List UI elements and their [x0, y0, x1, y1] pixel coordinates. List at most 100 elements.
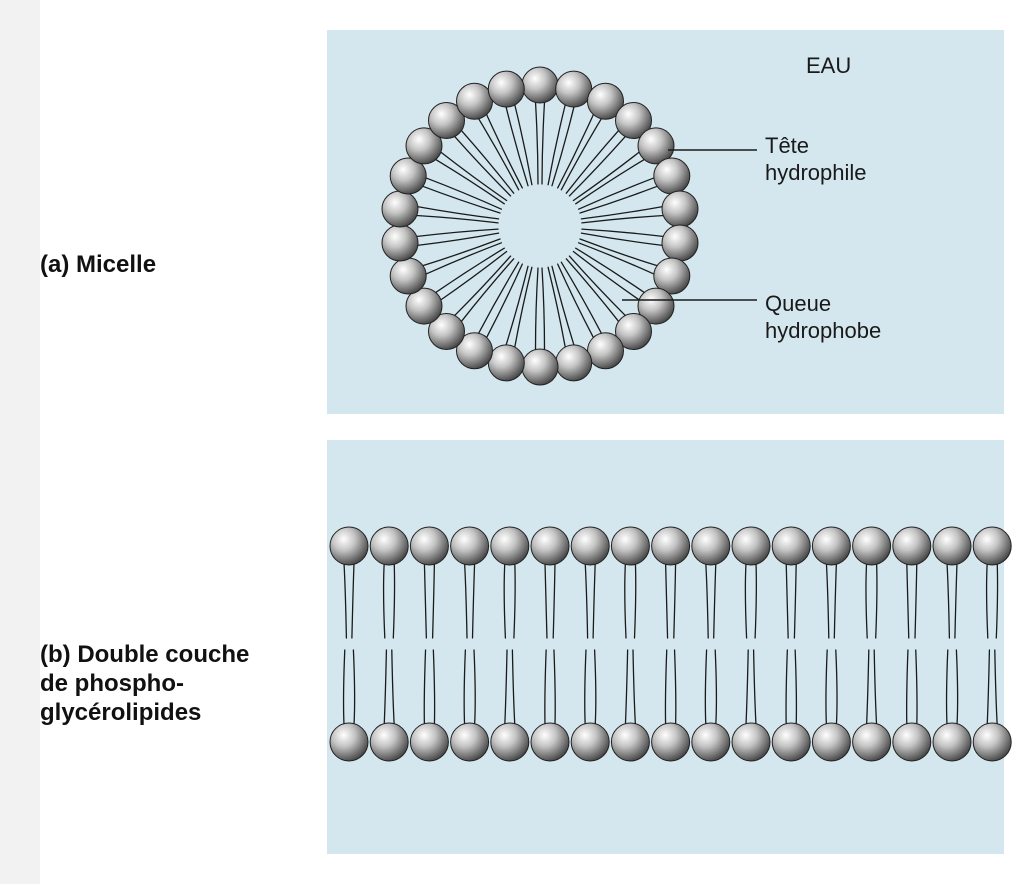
upper-tail — [906, 562, 918, 639]
lower-head — [409, 722, 449, 762]
micelle-head — [521, 348, 559, 386]
tail-chain — [593, 649, 597, 726]
tail-chain — [557, 263, 595, 339]
tail-chain — [664, 562, 669, 639]
micelle-head — [428, 313, 465, 350]
lower-head — [570, 722, 610, 762]
tail-chain — [463, 562, 468, 639]
upper-head — [409, 526, 449, 566]
tail-chain — [513, 562, 516, 639]
lower-head — [852, 722, 892, 762]
tail-chain — [514, 266, 533, 349]
tail-chain — [439, 250, 508, 301]
micelle-head — [587, 332, 624, 370]
tail-chain — [624, 562, 627, 639]
upper-tail — [584, 562, 596, 639]
upper-tail — [825, 562, 838, 639]
micelle-tail — [421, 238, 503, 275]
upper-head — [450, 526, 490, 566]
tail-chain — [485, 263, 523, 339]
micelle-head — [487, 344, 525, 382]
micelle-panel-label: (a) Micelle — [40, 251, 157, 278]
tail-chain — [383, 649, 388, 726]
tail-chain — [633, 562, 637, 639]
tail-chain — [577, 242, 655, 275]
tail-chain — [560, 117, 603, 191]
micelle-head — [405, 127, 443, 165]
tail-chain — [473, 649, 476, 726]
upper-head — [691, 526, 731, 566]
tail-chain — [485, 113, 523, 189]
upper-tail — [865, 562, 878, 639]
tail-chain — [477, 261, 520, 335]
micelle-head — [653, 257, 691, 295]
upper-tail — [463, 562, 476, 639]
upper-head — [892, 526, 932, 566]
tail-chain — [785, 649, 788, 726]
tail-chain — [503, 562, 507, 639]
micelle-head — [381, 224, 419, 262]
lower-tail — [423, 649, 436, 726]
lower-tail — [342, 649, 356, 726]
tail-chain — [955, 649, 959, 726]
tail-chain — [342, 649, 346, 726]
upper-head — [651, 526, 691, 566]
upper-head — [490, 526, 530, 566]
tail-chain — [463, 649, 467, 726]
tail-chain — [752, 649, 757, 726]
tail-chain — [439, 151, 508, 202]
tail-chain — [745, 649, 749, 726]
tail-chain — [577, 177, 655, 210]
tail-chain — [431, 562, 436, 639]
bilayer — [329, 526, 1012, 762]
bilayer-panel-label: (b) Double couche de phospho- glycérolip… — [40, 641, 250, 726]
lower-head — [691, 722, 731, 762]
micelle-tail — [577, 238, 659, 275]
micelle-head — [637, 127, 675, 165]
micelle — [381, 66, 699, 386]
tail-chain — [714, 649, 718, 726]
tail-chain — [754, 562, 757, 639]
tail-chain — [434, 247, 505, 294]
tail-chain — [624, 649, 629, 726]
tail-chain — [511, 649, 516, 726]
tail-chain — [534, 101, 539, 185]
micelle-tail — [565, 255, 627, 323]
tail-chain — [504, 649, 508, 726]
lower-tail — [463, 649, 476, 726]
tail-chain — [673, 649, 677, 726]
upper-head — [771, 526, 811, 566]
tail-chain — [514, 103, 533, 186]
tail-chain — [432, 649, 436, 726]
tail-chain — [584, 649, 587, 726]
tail-chain — [825, 562, 830, 639]
lower-tail — [905, 649, 918, 726]
micelle-head — [587, 82, 624, 120]
lower-tail — [945, 649, 959, 726]
lower-head — [530, 722, 570, 762]
micelle-head — [389, 157, 427, 195]
tail-chain — [580, 232, 664, 247]
tail-chain — [994, 649, 998, 726]
tail-chain — [421, 238, 501, 267]
tail-chain — [541, 267, 546, 351]
tail-chain — [415, 228, 499, 238]
tail-chain — [565, 129, 620, 194]
upper-head — [972, 526, 1012, 566]
lower-head — [450, 722, 490, 762]
tail-chain — [794, 649, 798, 726]
micelle-tail — [477, 261, 523, 339]
tail-chain — [905, 649, 909, 726]
lower-head — [892, 722, 932, 762]
micelle-tail — [557, 113, 603, 191]
micelle-tail — [505, 265, 533, 349]
lower-tail — [544, 649, 556, 726]
upper-tail — [503, 562, 516, 639]
micelle-tail — [434, 151, 508, 205]
tail-chain — [579, 185, 659, 214]
lower-tail — [584, 649, 597, 726]
tail-chain — [835, 649, 838, 726]
micelle-tail — [547, 265, 575, 349]
lower-tail — [664, 649, 677, 726]
